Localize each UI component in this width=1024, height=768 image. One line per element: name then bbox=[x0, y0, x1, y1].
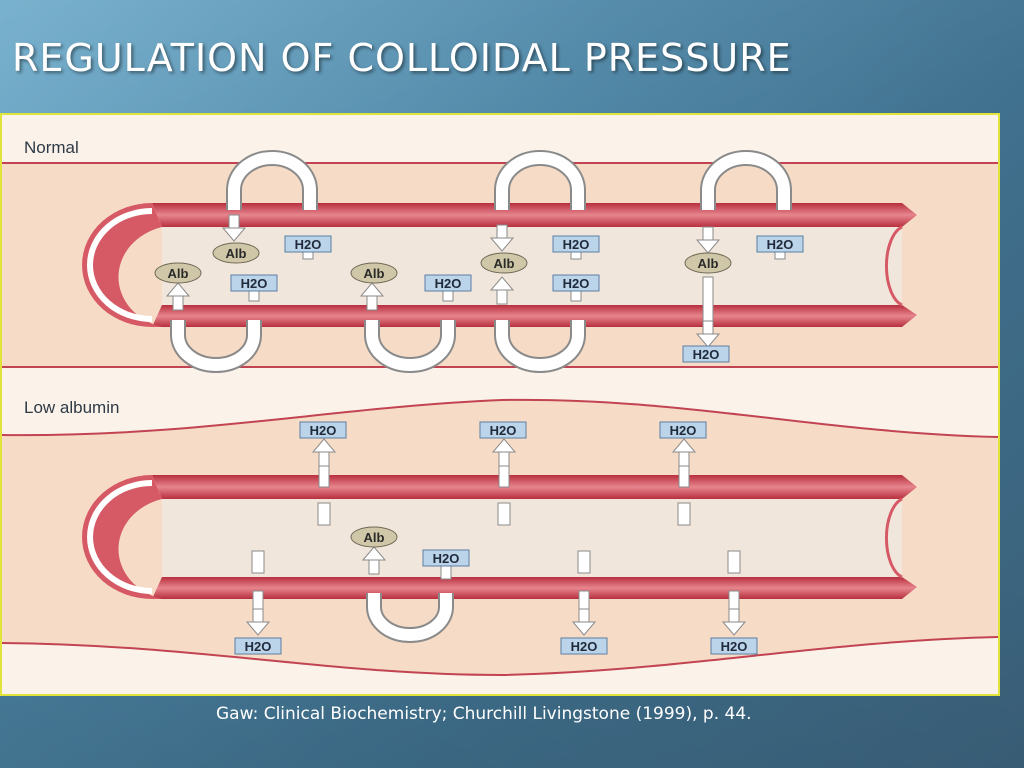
low-albumin-panel: Low albumin H2O H2O bbox=[2, 398, 998, 677]
water-label: H2O bbox=[422, 549, 470, 567]
svg-text:H2O: H2O bbox=[295, 237, 322, 252]
svg-text:H2O: H2O bbox=[563, 276, 590, 291]
water-label: H2O bbox=[710, 637, 758, 655]
water-label: H2O bbox=[230, 274, 278, 292]
svg-text:Alb: Alb bbox=[494, 256, 515, 271]
recirculation-loop bbox=[364, 320, 456, 373]
diagram-figure: Normal bbox=[0, 113, 1000, 696]
albumin-label: Alb bbox=[480, 252, 528, 274]
svg-text:Alb: Alb bbox=[168, 266, 189, 281]
slide-title: REGULATION OF COLLOIDAL PRESSURE bbox=[12, 36, 792, 80]
svg-text:H2O: H2O bbox=[490, 423, 517, 438]
albumin-label: Alb bbox=[684, 252, 732, 274]
svg-text:H2O: H2O bbox=[767, 237, 794, 252]
flow-shaft bbox=[678, 462, 690, 488]
recirculation-loop bbox=[494, 150, 586, 210]
recirculation-loop bbox=[366, 593, 454, 643]
albumin-label: Alb bbox=[212, 242, 260, 264]
recirculation-loop bbox=[700, 150, 792, 210]
water-label: H2O bbox=[560, 637, 608, 655]
water-label: H2O bbox=[552, 235, 600, 253]
tissue-boundary-line bbox=[2, 398, 998, 438]
blood-vessel bbox=[82, 475, 917, 599]
normal-panel: Normal bbox=[2, 138, 998, 373]
tissue-boundary-line bbox=[2, 636, 998, 677]
albumin-label: Alb bbox=[350, 262, 398, 284]
water-label: H2O bbox=[234, 637, 282, 655]
figure-caption: Gaw: Clinical Biochemistry; Churchill Li… bbox=[216, 704, 752, 724]
svg-text:H2O: H2O bbox=[563, 237, 590, 252]
flow-shaft bbox=[318, 462, 330, 488]
wall-pore bbox=[497, 502, 511, 526]
water-label: H2O bbox=[284, 235, 332, 253]
albumin-label: Alb bbox=[154, 262, 202, 284]
wall-pore bbox=[577, 550, 591, 574]
wall-pore bbox=[677, 502, 691, 526]
panel-label-low-albumin: Low albumin bbox=[24, 398, 119, 417]
svg-text:H2O: H2O bbox=[693, 347, 720, 362]
albumin-label: Alb bbox=[350, 526, 398, 548]
flow-shaft bbox=[440, 564, 452, 580]
svg-text:H2O: H2O bbox=[721, 639, 748, 654]
wall-pore bbox=[251, 550, 265, 574]
water-label: H2O bbox=[659, 421, 707, 439]
diagram-svg: Normal bbox=[2, 138, 998, 677]
svg-text:Alb: Alb bbox=[364, 266, 385, 281]
svg-text:H2O: H2O bbox=[435, 276, 462, 291]
flow-shaft bbox=[702, 276, 714, 328]
svg-text:H2O: H2O bbox=[245, 639, 272, 654]
recirculation-loop bbox=[226, 150, 318, 210]
svg-text:H2O: H2O bbox=[571, 639, 598, 654]
water-label: H2O bbox=[299, 421, 347, 439]
panel-label-normal: Normal bbox=[24, 138, 79, 157]
water-label: H2O bbox=[552, 274, 600, 292]
svg-text:H2O: H2O bbox=[310, 423, 337, 438]
svg-text:Alb: Alb bbox=[226, 246, 247, 261]
svg-text:H2O: H2O bbox=[241, 276, 268, 291]
flow-shaft bbox=[498, 462, 510, 488]
wall-pore bbox=[317, 502, 331, 526]
svg-text:Alb: Alb bbox=[364, 530, 385, 545]
water-label: H2O bbox=[424, 274, 472, 292]
water-label: H2O bbox=[682, 345, 730, 363]
svg-text:H2O: H2O bbox=[433, 551, 460, 566]
recirculation-loop bbox=[494, 320, 586, 373]
svg-text:H2O: H2O bbox=[670, 423, 697, 438]
svg-text:Alb: Alb bbox=[698, 256, 719, 271]
water-label: H2O bbox=[756, 235, 804, 253]
recirculation-loop bbox=[170, 320, 262, 373]
water-label: H2O bbox=[479, 421, 527, 439]
wall-pore bbox=[727, 550, 741, 574]
